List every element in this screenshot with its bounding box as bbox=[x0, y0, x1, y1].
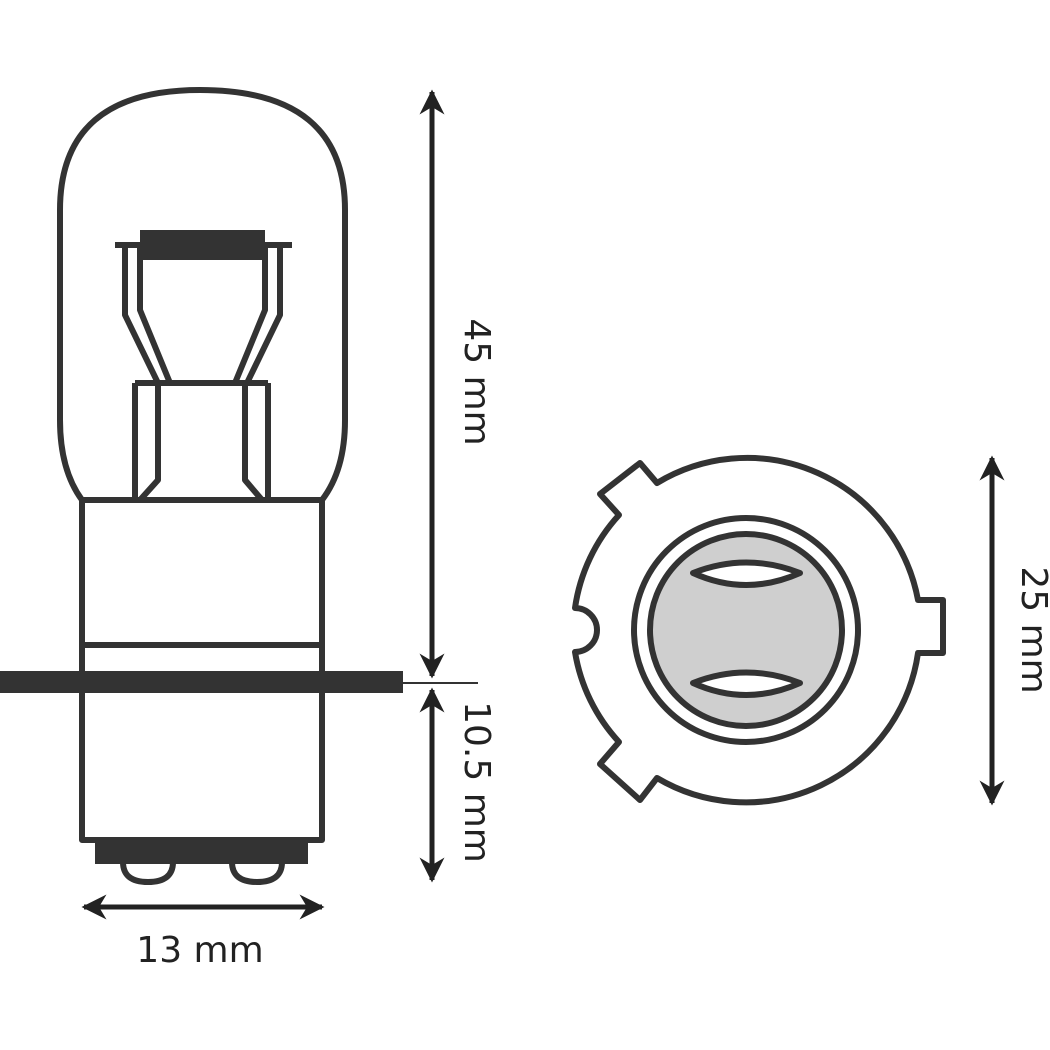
label-25mm: 25 mm bbox=[1013, 566, 1050, 693]
contact-right bbox=[229, 861, 285, 885]
stem bbox=[132, 380, 271, 503]
contact-slot-bottom bbox=[690, 669, 803, 698]
contact-left bbox=[120, 861, 176, 885]
filament-support-left bbox=[122, 245, 173, 385]
label-13mm: 13 mm bbox=[136, 930, 263, 971]
flange-bar bbox=[0, 671, 403, 693]
bulb-base bbox=[79, 497, 325, 843]
label-10-5mm: 10.5 mm bbox=[456, 701, 497, 863]
filament-coil bbox=[140, 230, 265, 260]
contact-slot-top bbox=[690, 559, 803, 588]
glass-envelope bbox=[57, 87, 348, 502]
filament-support-right bbox=[232, 245, 283, 385]
contact-plate bbox=[95, 840, 308, 864]
label-45mm: 45 mm bbox=[456, 318, 497, 445]
